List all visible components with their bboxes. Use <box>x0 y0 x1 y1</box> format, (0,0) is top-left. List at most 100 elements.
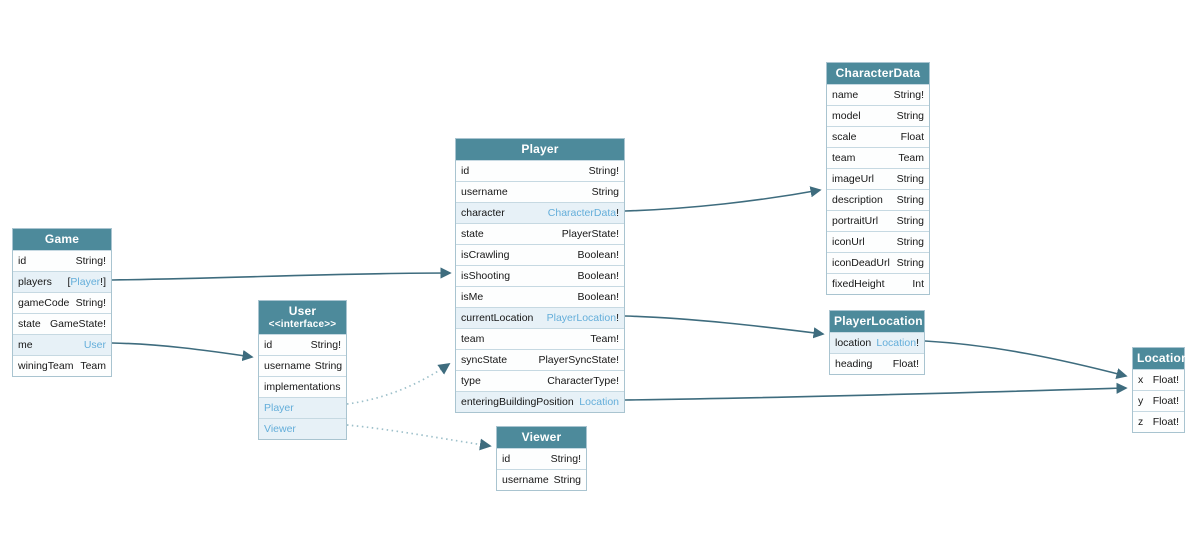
field-name: imageUrl <box>832 172 875 185</box>
field-name: z <box>1138 415 1144 428</box>
field-row-user-Player[interactable]: Player <box>259 397 346 418</box>
field-type: Team! <box>590 332 619 345</box>
field-name: location <box>835 336 872 349</box>
edge-User.Player-to-Player <box>346 362 451 405</box>
field-type: Boolean! <box>577 269 619 282</box>
field-type-link[interactable]: Location <box>579 395 619 408</box>
field-row-user-Viewer[interactable]: Viewer <box>259 418 346 439</box>
edge-User.Viewer-to-Viewer <box>346 424 492 451</box>
field-type: PlayerSyncState! <box>538 353 619 366</box>
field-type: String! <box>310 338 341 351</box>
field-type: String <box>553 473 581 486</box>
type-node-header-characterData[interactable]: CharacterData <box>827 63 929 84</box>
field-name: id <box>264 338 273 351</box>
type-node-header-viewer[interactable]: Viewer <box>497 427 586 448</box>
field-type-link[interactable]: User <box>83 338 106 351</box>
field-type: String! <box>550 452 581 465</box>
type-node-title: PlayerLocation <box>834 314 923 328</box>
field-name: model <box>832 109 861 122</box>
field-name: team <box>832 151 856 164</box>
field-type: PlayerLocation! <box>546 311 619 324</box>
type-node-header-playerLocation[interactable]: PlayerLocation <box>830 311 924 332</box>
field-name: state <box>461 227 484 240</box>
field-row-characterData-team[interactable]: team Team <box>827 147 929 168</box>
field-row-user-implementations[interactable]: implementations <box>259 376 346 397</box>
field-name: id <box>461 164 470 177</box>
field-type: String <box>896 214 924 227</box>
field-type: Boolean! <box>577 290 619 303</box>
type-node-title: Location <box>1137 351 1189 365</box>
field-type-link[interactable]: Location <box>876 336 917 349</box>
field-type: Float! <box>1152 415 1179 428</box>
type-node-title: User <box>288 304 317 318</box>
field-name: name <box>832 88 859 101</box>
field-row-playerLocation-heading[interactable]: heading Float! <box>830 353 924 374</box>
implementation-link[interactable]: Viewer <box>264 422 296 435</box>
field-type: PlayerState! <box>561 227 619 240</box>
field-type: Team <box>80 359 106 372</box>
field-row-game-players[interactable]: players[Player!] <box>13 271 111 292</box>
field-type: String <box>591 185 619 198</box>
type-node-title: CharacterData <box>835 66 921 80</box>
field-row-characterData-name[interactable]: name String! <box>827 84 929 105</box>
field-name: heading <box>835 357 873 370</box>
field-type-link[interactable]: PlayerLocation <box>546 311 617 324</box>
edge-Game.players-to-Player <box>111 267 452 281</box>
type-node-header-game[interactable]: Game <box>13 229 111 250</box>
field-type: String! <box>893 88 924 101</box>
field-type: String! <box>588 164 619 177</box>
field-type: Team <box>898 151 924 164</box>
field-row-player-id[interactable]: id String! <box>456 160 624 181</box>
field-type-link[interactable]: Player <box>70 275 101 288</box>
field-name: description <box>832 193 883 206</box>
edge-Player.enteringBuildingPosition-to-Location <box>624 382 1128 401</box>
field-type-link[interactable]: CharacterData <box>547 206 617 219</box>
type-node-header-player[interactable]: Player <box>456 139 624 160</box>
type-node-header-location[interactable]: Location <box>1133 348 1188 369</box>
implementation-link[interactable]: Player <box>264 401 294 414</box>
field-type: Float! <box>892 357 919 370</box>
field-row-location-z[interactable]: z Float! <box>1133 411 1184 432</box>
edge-Player.currentLocation-to-PlayerLocation <box>624 315 825 339</box>
field-row-player-state[interactable]: state PlayerState! <box>456 223 624 244</box>
field-row-user-id[interactable]: id String! <box>259 334 346 355</box>
type-node-header-user[interactable]: User<<interface>> <box>259 301 346 334</box>
field-type: Float! <box>1152 394 1179 407</box>
